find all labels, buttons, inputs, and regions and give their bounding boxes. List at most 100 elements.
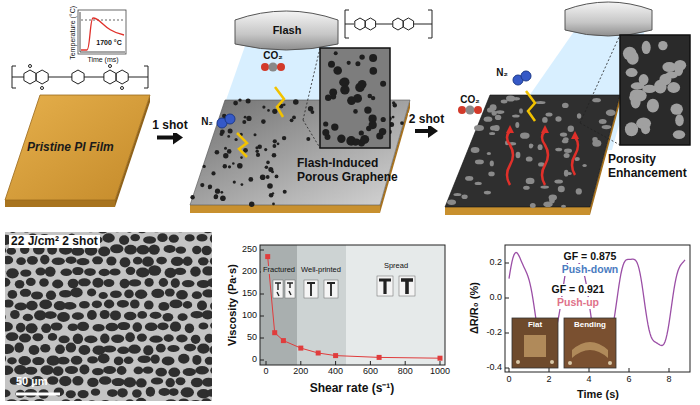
pore-dot: [257, 145, 262, 150]
bond-line: [432, 10, 433, 38]
atom-dot: [121, 87, 124, 90]
pore-ellipse: [78, 390, 89, 398]
pi-film: Pristine PI Film: [5, 85, 155, 210]
pore-ellipse: [19, 334, 31, 343]
pore-ellipse: [98, 354, 110, 364]
pore-blob: [599, 119, 607, 124]
pore-ellipse: [87, 400, 97, 401]
drawn-rect: [333, 353, 338, 358]
pore-ellipse: [210, 322, 212, 330]
text-label: 200: [242, 267, 257, 277]
pore-blob: [575, 157, 580, 161]
pore-ellipse: [87, 310, 97, 320]
pore-blob: [523, 186, 530, 190]
pore-ellipse: [197, 234, 208, 242]
pore-ellipse: [87, 289, 96, 297]
bond-line: [12, 66, 16, 67]
pore-dot: [322, 129, 329, 136]
pore-ellipse: [209, 346, 212, 355]
pore-ellipse: [29, 345, 40, 355]
pore-ellipse: [61, 399, 72, 401]
drawn-circle: [516, 360, 520, 364]
pore-ellipse: [79, 301, 90, 309]
pore-dot: [337, 135, 345, 143]
pore-ellipse: [192, 355, 201, 365]
pore-ellipse: [33, 333, 44, 341]
pore-ellipse: [184, 344, 196, 352]
pore-dot: [355, 61, 360, 66]
drawn-circle: [277, 63, 285, 71]
pore-blob: [606, 110, 616, 116]
pore-blob: [564, 153, 570, 158]
bond-line: [345, 10, 349, 11]
pore-dot: [347, 96, 356, 105]
pore-blob: [462, 194, 468, 199]
pore-ellipse: [197, 344, 209, 354]
text-label: GF = 0.875: [562, 251, 619, 263]
pore-dot: [243, 148, 248, 153]
atom-dot: [41, 87, 44, 90]
pore-blob: [529, 144, 533, 149]
pore-ellipse: [40, 344, 50, 353]
pore-ellipse: [174, 232, 186, 233]
pore-ellipse: [183, 368, 196, 376]
pore-ellipse: [210, 257, 212, 265]
text-label: 0: [252, 355, 257, 365]
pore-ellipse: [151, 354, 160, 363]
drawn-line: [580, 35, 620, 123]
pore-ellipse: [68, 279, 79, 289]
benzene-ring: [355, 18, 365, 30]
pore-ellipse: [26, 301, 38, 311]
pore-dot: [227, 135, 230, 138]
pore-ellipse: [132, 389, 142, 397]
pore-dot: [214, 195, 219, 200]
pore-dot: [248, 177, 253, 182]
text-label: 0: [506, 375, 511, 385]
pore-ellipse: [165, 288, 175, 296]
pore-dot: [215, 189, 220, 194]
pore-ellipse: [191, 335, 201, 344]
pore-dot: [273, 139, 277, 143]
pore-dot: [246, 116, 251, 121]
text-label: Temperature (°C): [69, 6, 77, 60]
drawn-circle: [474, 106, 482, 114]
pore-ellipse: [163, 313, 174, 321]
text-label: 800: [398, 367, 413, 377]
pore-blob: [576, 188, 582, 194]
drawn-path: [572, 342, 608, 358]
pore-ellipse: [5, 400, 7, 401]
pore-dot: [400, 121, 404, 125]
text-label: 8: [666, 375, 671, 385]
pore-ellipse: [5, 256, 13, 265]
drawn-polygon: [506, 125, 514, 133]
pore-blob: [592, 140, 601, 147]
pore-blob: [673, 130, 685, 139]
pore-ellipse: [158, 302, 169, 311]
pore-ellipse: [92, 368, 104, 375]
bond-line: [12, 77, 24, 78]
pore-dot: [241, 183, 244, 186]
sem-image: [5, 232, 212, 401]
text-label: Push-up: [555, 297, 601, 309]
pore-ellipse: [111, 335, 124, 343]
pore-blob: [554, 179, 563, 183]
pore-blob: [542, 117, 548, 123]
pore-blob: [471, 147, 480, 153]
text-label: N₂: [496, 67, 508, 78]
pore-ellipse: [169, 235, 179, 243]
pore-ellipse: [174, 268, 186, 275]
pore-blob: [577, 113, 581, 118]
pore-ellipse: [143, 236, 156, 244]
text-label: 0.0: [489, 293, 502, 303]
pore-ellipse: [48, 333, 57, 341]
pore-ellipse: [124, 357, 134, 364]
drawn-rect: [346, 245, 445, 365]
pore-blob: [631, 82, 645, 89]
pore-ellipse: [156, 257, 167, 265]
benzene-ring: [393, 18, 403, 30]
pore-blob: [658, 41, 667, 50]
pore-ellipse: [199, 322, 209, 329]
drawn-line: [80, 12, 81, 52]
drawn-polygon: [5, 95, 150, 200]
drawn-polygon: [445, 207, 590, 215]
